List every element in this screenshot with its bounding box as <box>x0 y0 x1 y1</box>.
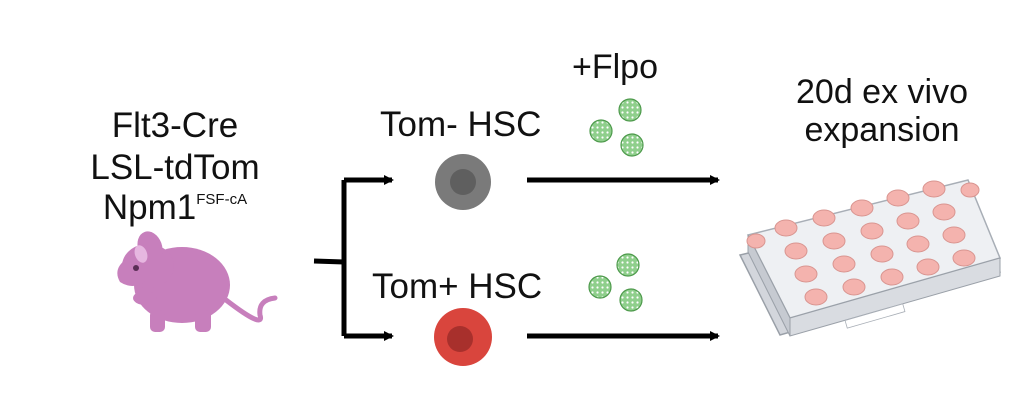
tom-positive-cell-icon <box>434 308 492 366</box>
tom-negative-hsc-label: Tom- HSC <box>380 105 542 144</box>
outcome-line-1: 20d ex vivo <box>796 73 968 111</box>
mouse-icon <box>117 231 278 332</box>
outcome-line-2: expansion <box>804 111 960 149</box>
tom-negative-cell-icon <box>435 154 491 210</box>
genotype-lsl-tdtom: LSL-tdTom <box>90 148 260 187</box>
genotype-npm1-superscript: FSF-cA <box>196 191 248 208</box>
flpo-virus-icon-bottom <box>588 253 643 312</box>
well-plate-icon <box>738 179 1002 337</box>
tom-positive-hsc-label: Tom+ HSC <box>372 267 543 306</box>
genotype-npm1-base: Npm1 <box>102 188 197 227</box>
flpo-virus-icon <box>589 98 644 157</box>
branch-arrows <box>313 175 720 341</box>
genotype-flt3-cre: Flt3-Cre <box>111 106 239 145</box>
genotype-npm1: Npm1FSF-cA <box>50 190 300 225</box>
flpo-label: +Flpo <box>572 48 658 86</box>
